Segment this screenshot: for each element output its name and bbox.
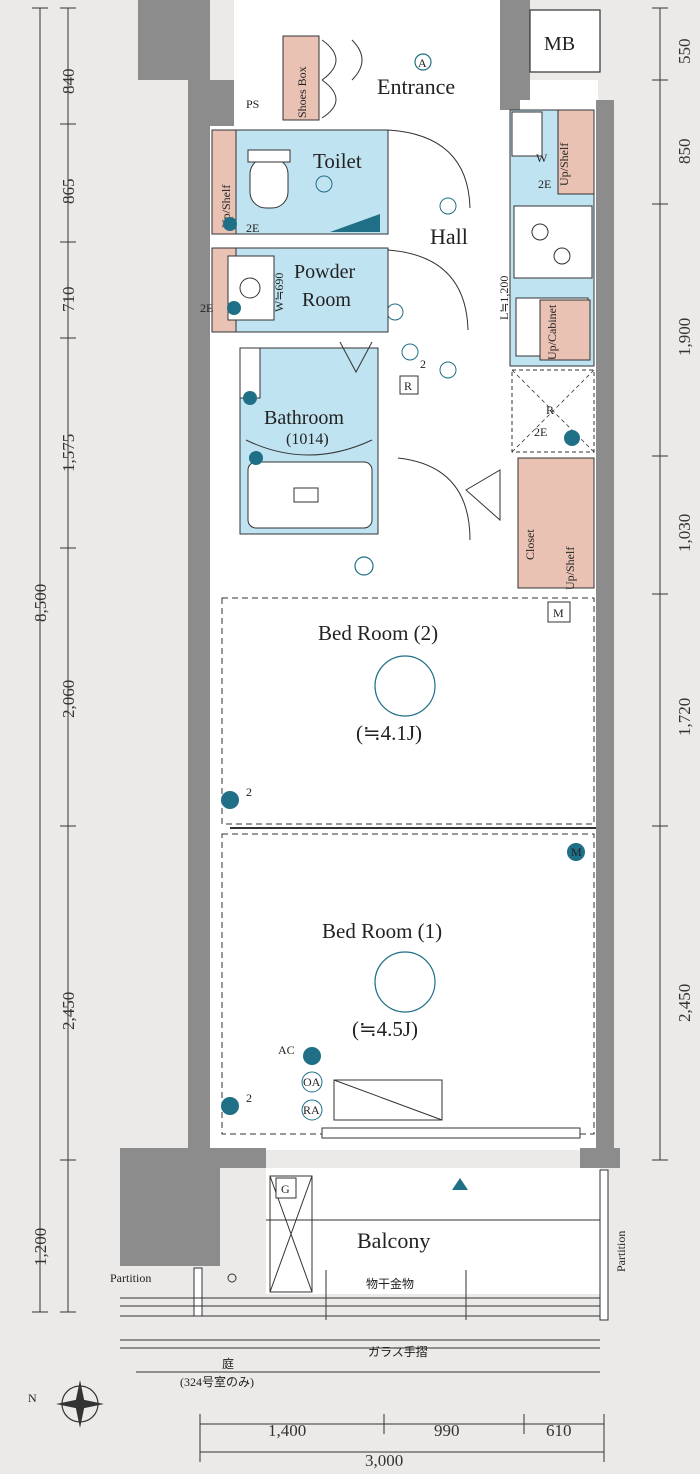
entrance-marker-text: A	[418, 56, 427, 70]
balcony	[266, 1168, 600, 1294]
shoes-box-label: Shoes Box	[295, 66, 309, 118]
bedroom-ac: AC	[278, 1043, 295, 1057]
left-dimensions: 840 865 710 1,575 2,060 2,450 1,200 8,50…	[31, 7, 78, 1313]
kitchen-shelf-label: Up/Shelf	[557, 143, 571, 186]
bathroom-label: Bathroom	[264, 407, 344, 429]
bedroom-2-label: Bed Room (2)	[318, 621, 438, 645]
kitchen-shelf	[557, 109, 595, 195]
bedroom-2	[221, 597, 595, 825]
mb-label: MB	[544, 33, 575, 55]
entrance-label: Entrance	[377, 74, 455, 99]
balcony-label: Balcony	[357, 1228, 430, 1253]
dim-bottom-0: 1,400	[268, 1421, 306, 1440]
bedroom-1-size: (≒4.5J)	[352, 1017, 418, 1041]
dim-left-total: 8,500	[31, 584, 50, 622]
closet-label: Closet	[523, 529, 537, 560]
kitchen-cabinet	[539, 299, 591, 361]
bedroom-oa: OA	[303, 1075, 321, 1089]
garden-label: 庭	[222, 1356, 234, 1371]
kitchen-cabinet-label: Up/Cabinet	[545, 304, 559, 360]
powder-label-2: Room	[302, 289, 351, 311]
walls	[120, 0, 620, 1266]
right-dimensions: 550 850 1,900 1,030 1,720 2,450	[652, 7, 694, 1161]
bathroom-size: (1014)	[286, 431, 329, 448]
kitchen-w: W	[536, 151, 548, 165]
partition-right: Partition	[614, 1231, 628, 1272]
dim-right-0: 550	[675, 39, 694, 65]
kitchen-2e-bottom: 2E	[534, 425, 547, 439]
monohoshi-label: 物干金物	[366, 1276, 414, 1291]
dim-right-4: 1,720	[675, 698, 694, 736]
kitchen-r: R	[546, 403, 554, 417]
entrance-marker	[414, 53, 432, 71]
toilet-label: Toilet	[313, 149, 362, 173]
dim-right-1: 850	[675, 139, 694, 165]
bedroom-2-size: (≒4.1J)	[356, 721, 422, 745]
dim-bottom-1: 990	[434, 1421, 460, 1440]
dim-left-3: 1,575	[59, 434, 78, 472]
hall-label: Hall	[430, 224, 468, 249]
partition-left: Partition	[110, 1271, 151, 1285]
dim-left-0: 840	[59, 69, 78, 95]
dim-bottom-2: 610	[546, 1421, 572, 1440]
compass-n: N	[28, 1391, 37, 1405]
closet-m: M	[553, 606, 564, 620]
dim-right-2: 1,900	[675, 318, 694, 356]
powder-w-690: W≒690	[272, 273, 286, 312]
bedroom-1-sup: 2	[246, 1091, 252, 1105]
dim-right-3: 1,030	[675, 514, 694, 552]
bedroom-m: M	[571, 845, 582, 859]
bedroom-2-sup: 2	[246, 785, 252, 799]
closet-shelf-label: Up/Shelf	[563, 547, 577, 590]
garden-note: (324号室のみ)	[180, 1374, 254, 1389]
balcony-g: G	[281, 1182, 290, 1196]
shoes-box	[282, 35, 320, 121]
toilet-2e: 2E	[246, 221, 259, 235]
dim-right-5: 2,450	[675, 984, 694, 1022]
bedroom-1	[221, 833, 595, 1135]
dim-bottom-total: 3,000	[365, 1451, 403, 1470]
hall-l-length: L≒1,200	[497, 276, 511, 320]
dim-left-6: 1,200	[31, 1228, 50, 1266]
dim-left-4: 2,060	[59, 680, 78, 718]
ps-label: PS	[246, 97, 259, 111]
toilet-shelf	[211, 129, 237, 235]
hall-r: R	[404, 379, 412, 393]
glass-rail-label: ガラス手摺	[368, 1344, 428, 1359]
powder-2e: 2E	[200, 301, 213, 315]
dim-left-5: 2,450	[59, 992, 78, 1030]
hall-sup-2: 2	[420, 357, 426, 371]
compass-icon	[56, 1380, 104, 1428]
mb-box	[529, 9, 601, 73]
bedroom-1-label: Bed Room (1)	[322, 919, 442, 943]
dim-left-1: 865	[59, 179, 78, 205]
bedroom-ra: RA	[303, 1103, 320, 1117]
kitchen-2e-top: 2E	[538, 177, 551, 191]
powder-label-1: Powder	[294, 261, 355, 283]
dim-left-2: 710	[59, 287, 78, 313]
bottom-dimensions: 1,400 990 610 3,000	[199, 1414, 605, 1470]
closet	[517, 457, 595, 589]
